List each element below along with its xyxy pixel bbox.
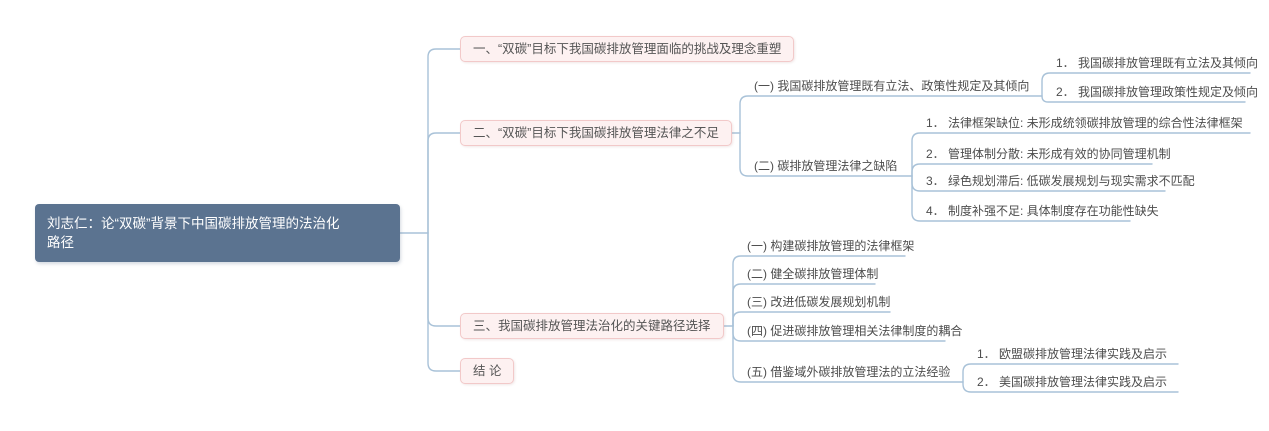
connector-line: [732, 283, 876, 327]
leaf-node[interactable]: 2． 管理体制分散: 未形成有效的协同管理机制: [926, 147, 1171, 161]
connector-line: [427, 132, 461, 234]
root-node[interactable]: 刘志仁：论“双碳”背景下中国碳排放管理的法治化 路径: [35, 204, 400, 262]
subtopic-node[interactable]: (二) 碳排放管理法律之缺陷: [754, 159, 898, 173]
branch-node-2[interactable]: 二、“双碳”目标下我国碳排放管理法律之不足: [460, 120, 732, 146]
subtopic-node[interactable]: (四) 促进碳排放管理相关法律制度的耦合: [747, 324, 963, 338]
connector-line: [732, 325, 964, 383]
leaf-node[interactable]: 3． 绿色规划滞后: 低碳发展规划与现实需求不匹配: [926, 174, 1195, 188]
leaf-node[interactable]: 4． 制度补强不足: 具体制度存在功能性缺失: [926, 204, 1159, 218]
leaf-node[interactable]: 1． 法律框架缺位: 未形成统领碳排放管理的综合性法律框架: [926, 116, 1243, 130]
connector-line: [911, 163, 1153, 177]
connector-line: [1041, 95, 1246, 103]
connector-line: [732, 311, 891, 327]
connector-line: [427, 232, 461, 327]
leaf-node[interactable]: 1． 欧盟碳排放管理法律实践及启示: [977, 347, 1168, 361]
connector-line: [911, 175, 1131, 222]
branch-node-1[interactable]: 一、“双碳”目标下我国碳排放管理面临的挑战及理念重塑: [460, 36, 795, 62]
branch-node-3[interactable]: 三、我国碳排放管理法治化的关键路径选择: [460, 313, 724, 339]
connector-line: [427, 48, 461, 234]
connector-line: [911, 132, 1251, 177]
leaf-node[interactable]: 1． 我国碳排放管理既有立法及其倾向: [1056, 56, 1259, 70]
leaf-node[interactable]: 2． 我国碳排放管理政策性规定及倾向: [1056, 85, 1259, 99]
subtopic-node[interactable]: (五) 借鉴域外碳排放管理法的立法经验: [747, 365, 951, 379]
branch-node-conclusion[interactable]: 结 论: [460, 358, 515, 384]
connector-line: [962, 381, 1179, 393]
leaf-node[interactable]: 2． 美国碳排放管理法律实践及启示: [977, 375, 1168, 389]
connector-line: [1041, 72, 1251, 97]
subtopic-node[interactable]: (二) 健全碳排放管理体制: [747, 267, 879, 281]
subtopic-node[interactable]: (一) 我国碳排放管理既有立法、政策性规定及其倾向: [754, 79, 1030, 93]
connector-line: [732, 255, 906, 327]
connector-line: [427, 232, 461, 372]
connector-line: [739, 95, 1043, 134]
subtopic-node[interactable]: (一) 构建碳排放管理的法律框架: [747, 239, 915, 253]
connector-line: [739, 132, 913, 177]
connector-line: [962, 363, 1179, 383]
subtopic-node[interactable]: (三) 改进低碳发展规划机制: [747, 295, 891, 309]
